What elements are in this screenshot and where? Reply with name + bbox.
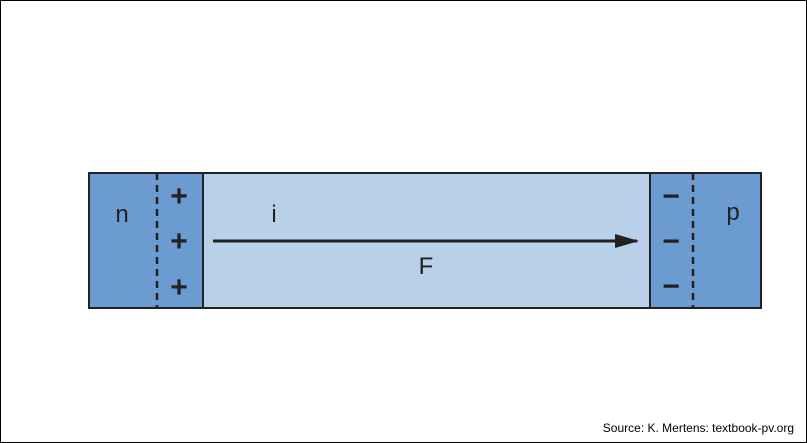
n-region [88,172,204,309]
positive-charge: + [170,225,188,258]
field-label: F [419,253,434,280]
negative-charge: − [662,225,680,258]
p-region-label: p [726,199,739,226]
positive-charge: + [170,271,188,304]
positive-charge: + [170,180,188,213]
n-region-label: n [115,201,128,228]
source-credit: Source: K. Mertens: textbook-pv.org [602,421,794,435]
p-region [649,172,762,309]
current-label: i [271,201,276,228]
negative-charge: − [662,180,680,213]
negative-charge: − [662,270,680,303]
